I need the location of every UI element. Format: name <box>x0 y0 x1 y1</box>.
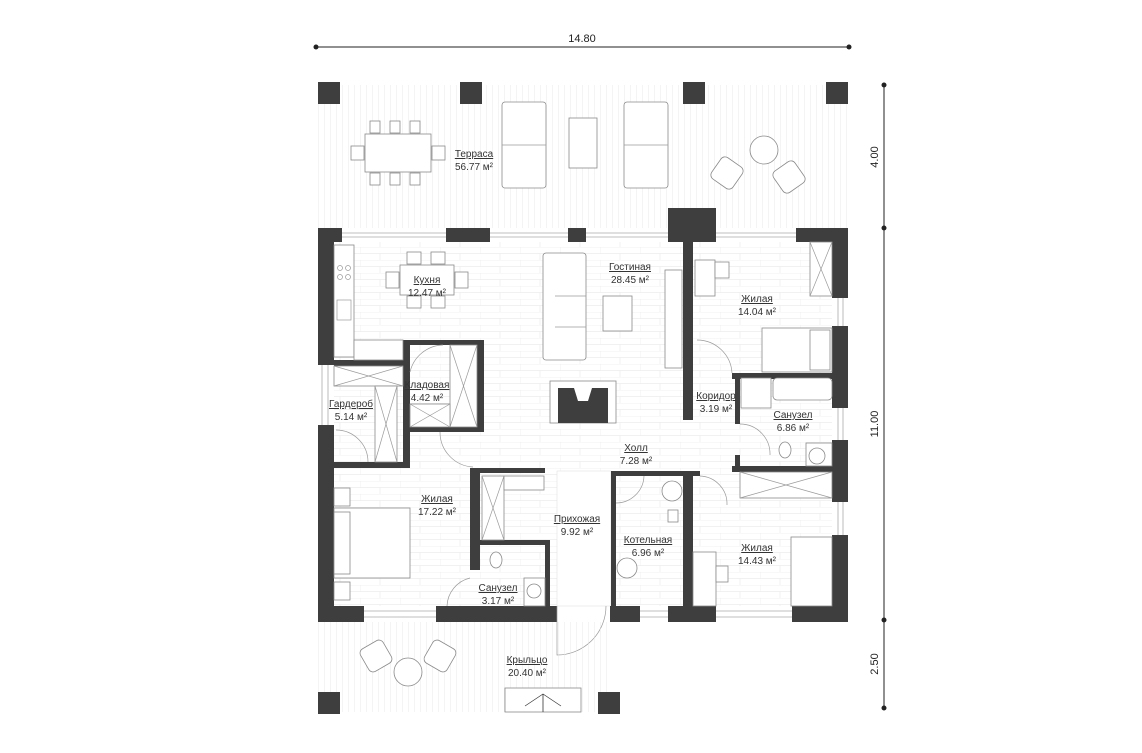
porch-steps <box>504 687 582 713</box>
room-name-kitchen: Кухня <box>414 275 441 286</box>
entrance-floor <box>556 470 612 607</box>
dimension-house-label: 11.00 <box>869 411 881 438</box>
room-area-bathroom2: 3.17 м² <box>482 596 515 607</box>
room-name-corridor: Коридор <box>696 391 736 402</box>
room-area-living: 28.45 м² <box>611 275 650 286</box>
dimension-porch-label: 2.50 <box>869 653 881 674</box>
room-area-hall: 7.28 м² <box>620 456 653 467</box>
room-area-porch: 20.40 м² <box>508 668 547 679</box>
terrace-dining-set <box>350 120 446 186</box>
porch-furniture <box>359 639 457 687</box>
entrance-furniture <box>481 475 607 656</box>
room-area-wardrobe: 5.14 м² <box>335 412 368 423</box>
dimension-terrace-label: 4.00 <box>869 146 881 167</box>
room-area-bedroom1: 14.04 м² <box>738 307 777 318</box>
room-name-boiler: Котельная <box>624 535 672 546</box>
room-name-pantry: Кладовая <box>405 380 450 391</box>
terrace-sofas <box>501 101 669 189</box>
bathroom1-fixtures <box>739 377 833 467</box>
porch-columns <box>318 692 620 714</box>
room-name-bedroom3: Жилая <box>741 543 773 554</box>
dimension-width: 14.80 <box>313 33 852 50</box>
room-name-living: Гостиная <box>609 262 651 273</box>
room-name-bedroom1: Жилая <box>741 294 773 305</box>
room-area-corridor: 3.19 м² <box>700 404 733 415</box>
room-name-bathroom2: Санузел <box>479 583 518 594</box>
room-name-bedroom2: Жилая <box>421 494 453 505</box>
living-furniture <box>542 252 683 369</box>
room-name-hall: Холл <box>624 443 648 454</box>
windows <box>321 232 844 618</box>
room-area-boiler: 6.96 м² <box>632 548 665 559</box>
bathroom2-fixtures <box>446 551 546 607</box>
walls <box>318 208 848 622</box>
room-area-pantry: 4.42 м² <box>411 393 444 404</box>
room-area-bathroom1: 6.86 м² <box>777 423 810 434</box>
room-name-terrace: Терраса <box>455 149 494 160</box>
terrace-columns <box>318 82 848 104</box>
room-name-bathroom1: Санузел <box>774 410 813 421</box>
bedroom3-furniture <box>692 471 833 607</box>
room-area-bedroom3: 14.43 м² <box>738 556 777 567</box>
dimension-depth: 4.00 11.00 2.50 <box>869 82 887 711</box>
room-name-entrance: Прихожая <box>554 514 600 525</box>
storage-furniture <box>333 344 478 468</box>
bedroom1-furniture <box>694 241 833 374</box>
room-area-bedroom2: 17.22 м² <box>418 507 457 518</box>
terrace-armchairs <box>710 135 806 194</box>
fireplace <box>549 380 617 424</box>
kitchen-furniture <box>333 244 469 361</box>
room-labels: Кухня 12.47 м² Гостиная 28.45 м² Жилая 1… <box>329 262 813 679</box>
boiler-fixtures <box>615 475 683 579</box>
room-area-terrace: 56.77 м² <box>455 162 494 173</box>
bedroom2-furniture <box>333 487 411 601</box>
dimension-width-label: 14.80 <box>568 33 596 45</box>
room-name-porch: Крыльцо <box>507 655 548 666</box>
room-area-entrance: 9.92 м² <box>561 527 594 538</box>
room-area-kitchen: 12.47 м² <box>408 288 447 299</box>
room-name-wardrobe: Гардероб <box>329 398 373 410</box>
